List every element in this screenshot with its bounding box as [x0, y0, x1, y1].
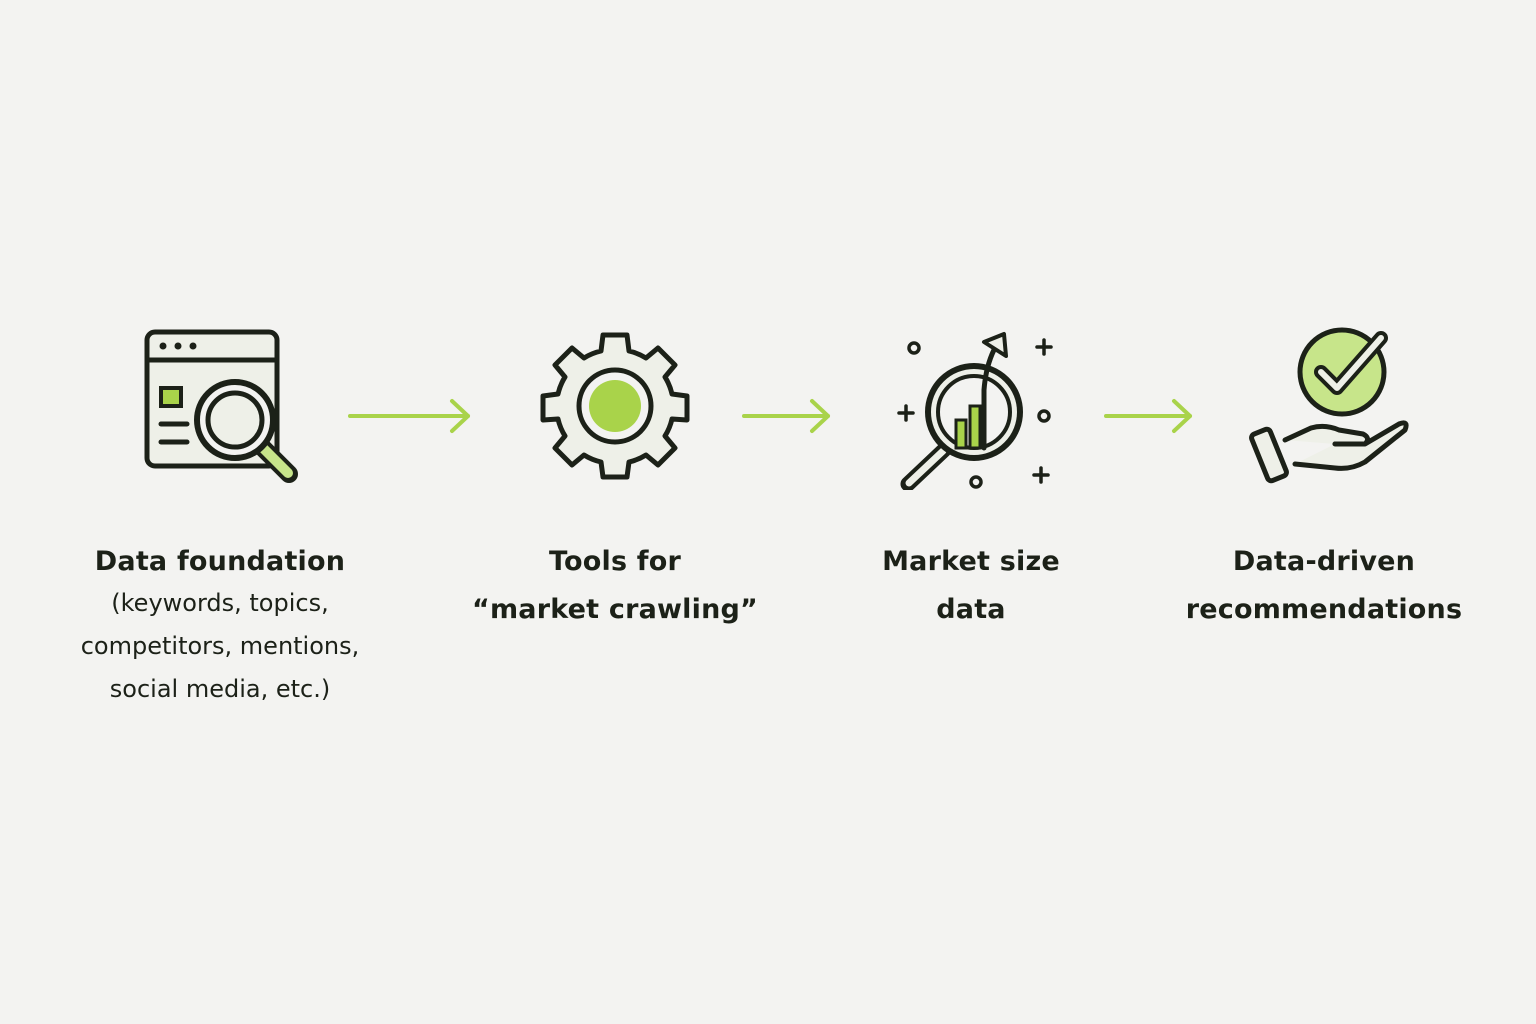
- step-title: Data foundation: [94, 546, 346, 577]
- hand-checkmark-icon: [1249, 327, 1409, 484]
- step-title: Tools for “market crawling”: [472, 546, 758, 625]
- step-market-size-data: Market size data: [791, 320, 1151, 630]
- step-detail: (keywords, topics, competitors, mentions…: [80, 589, 360, 703]
- browser-search-icon: [144, 329, 298, 483]
- arrow-right-icon: [1104, 399, 1192, 433]
- step-title: Data-driven recommendations: [1185, 546, 1463, 625]
- step-data-driven-recommendations: Data-driven recommendations: [1144, 320, 1504, 630]
- step-market-crawling-tools: Tools for “market crawling”: [435, 320, 795, 630]
- arrow-right-icon: [742, 399, 830, 433]
- gear-icon: [540, 332, 690, 480]
- step-title: Market size data: [882, 546, 1060, 625]
- growth-chart-magnifier-icon: [897, 332, 1053, 490]
- arrow-right-icon: [348, 399, 470, 433]
- step-data-foundation: Data foundation (keywords, topics, compe…: [40, 320, 400, 711]
